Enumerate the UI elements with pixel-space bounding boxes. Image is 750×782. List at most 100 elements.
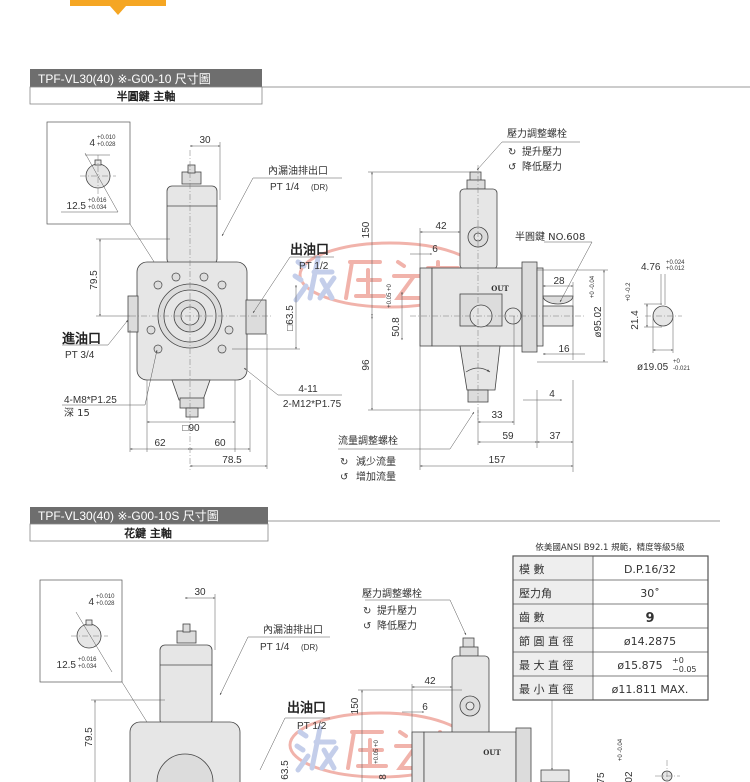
table-row: 節 圓 直 徑 ø14.2875 [519, 634, 676, 648]
tol: +0.010 [96, 594, 115, 600]
hole-thread: 2-M12*P1.75 [283, 399, 342, 410]
outlet-port-label: 出油口 [287, 700, 326, 716]
dim-95-02: ø95.02 [593, 306, 604, 338]
dim-50-8: 50.8 [391, 317, 402, 337]
side-view-2: 壓力調整螺栓 ↻ 提升壓力 ↺ 降低壓力 OUT 150 42 6 8 +0.0… [350, 587, 680, 782]
drain-port-tag: (DR) [311, 183, 328, 192]
outlet-port-spec: PT 1/2 [297, 721, 327, 732]
table-row: 最 大 直 徑 ø15.875 +0 −0.05 [519, 656, 697, 674]
tol: +0.012 [666, 266, 685, 272]
tol: +0.028 [96, 601, 115, 607]
dim-62: 62 [154, 438, 166, 449]
dim-59: 59 [502, 431, 514, 442]
tol: +0.05 +0 [374, 739, 380, 763]
key-height: 21.4 [630, 310, 641, 330]
drain-port-tag: (DR) [301, 643, 318, 652]
row-label: 齒 數 [519, 611, 545, 624]
section1-title: TPF-VL30(40) ※-G00-10 尺寸圖 [38, 72, 211, 86]
increase-flow-label: 增加流量 [356, 470, 396, 483]
drain-port-label: 內漏油排出口 [268, 164, 328, 177]
row-label: 最 大 直 徑 [519, 658, 574, 672]
key-depth-dim: 12.5 [67, 201, 87, 212]
dim-79-5: 79.5 [89, 270, 100, 290]
outlet-port-spec: PT 1/2 [299, 261, 329, 272]
dim-95-02: 02 [624, 771, 635, 782]
dim-90: □90 [182, 423, 200, 434]
row-value: ø11.811 MAX. [612, 683, 689, 696]
pressure-bolt-label: 壓力調整螺栓 [507, 127, 567, 140]
tol: +0.034 [78, 664, 97, 670]
tol: +0 -0.04 [590, 275, 596, 298]
row-label: 模 數 [519, 563, 545, 576]
rotate-ccw-icon: ↺ [508, 162, 516, 173]
dim-50-8: 8 [378, 774, 389, 780]
section1-header: TPF-VL30(40) ※-G00-10 尺寸圖 半圓鍵 主軸 [29, 69, 750, 105]
inlet-port-spec: PT 3/4 [65, 350, 95, 361]
spline-spec-table: 依美國ANSI B92.1 規範，精度等級5級 模 數 D.P.16/32 壓力… [512, 542, 709, 771]
flow-bolt-label: 流量調整螺栓 [338, 434, 398, 447]
raise-pressure-label: 提升壓力 [522, 145, 562, 158]
dim-150: 150 [350, 697, 361, 714]
tol: +0 [673, 359, 681, 365]
section2-header: TPF-VL30(40) ※-G00-10S 尺寸圖 花鍵 主軸 [29, 507, 720, 542]
tol: −0.05 [672, 665, 697, 674]
tol: +0.010 [97, 135, 116, 141]
dim-150: 150 [361, 221, 372, 238]
tol: +0.034 [88, 205, 107, 211]
lower-pressure-label: 降低壓力 [377, 619, 417, 632]
side-view-1: OUT 150 96 42 6 50.8 +0.05 +0 半圓鍵 NO.608… [338, 127, 608, 483]
section1-subtitle: 半圓鍵 主軸 [117, 89, 176, 103]
top-accent-tab [70, 0, 166, 15]
outlet-port-label: 出油口 [290, 242, 329, 258]
dim-37: 37 [549, 431, 561, 442]
dim-96: 96 [361, 359, 372, 371]
out-mark: OUT [491, 284, 509, 293]
key-width: 4.76 [641, 262, 661, 273]
dim-4: 4 [549, 389, 555, 400]
table-row: 最 小 直 徑 ø11.811 MAX. [519, 682, 688, 696]
dim-16: 16 [558, 344, 570, 355]
tol: +0 -0.2 [626, 282, 632, 302]
dim-33: 33 [491, 410, 503, 421]
row-value: ø14.2875 [624, 635, 676, 648]
key-width-dim: 4 [89, 138, 95, 149]
rotate-cw-icon: ↻ [363, 606, 371, 617]
front-view-2: 4 +0.010 +0.028 12.5 +0.016 +0.034 30 79… [39, 579, 330, 782]
rotate-ccw-icon: ↺ [340, 472, 348, 483]
dim-79-5: 79.5 [84, 727, 95, 747]
inlet-port-label: 進油口 [62, 331, 101, 347]
row-value: 30˚ [640, 587, 660, 600]
row-label: 最 小 直 徑 [519, 682, 574, 696]
tol: +0.028 [97, 142, 116, 148]
bolt-spec: 4-M8*P1.25 [64, 395, 117, 406]
rotate-ccw-icon: ↺ [363, 621, 371, 632]
row-value: D.P.16/32 [624, 563, 676, 576]
table-row: 壓力角 30˚ [519, 587, 660, 600]
dim-30: 30 [199, 135, 211, 146]
decrease-flow-label: 減少流量 [356, 455, 396, 468]
rotate-cw-icon: ↻ [508, 147, 516, 158]
dim-42: 42 [424, 676, 436, 687]
tol: +0.016 [88, 198, 107, 204]
lower-pressure-label: 降低壓力 [522, 160, 562, 173]
rotate-cw-icon: ↻ [340, 457, 348, 468]
row-value: ø15.875 [617, 659, 662, 672]
bolt-depth: 深 15 [64, 407, 90, 419]
row-label: 節 圓 直 徑 [519, 634, 574, 648]
out-mark: OUT [483, 748, 501, 757]
hole-spec: 4-11 [298, 384, 318, 395]
table-note: 依美國ANSI B92.1 規範，精度等級5級 [535, 542, 685, 553]
drain-port-spec: PT 1/4 [260, 642, 290, 653]
dim-63-5: □63.5 [285, 305, 296, 331]
shaft-diameter: ø19.05 [637, 362, 669, 373]
key-label: 半圓鍵 NO.608 [515, 230, 585, 243]
key-depth-dim: 12.5 [57, 660, 77, 671]
key-detail-1: 4.76 +0.024 +0.012 21.4 +0 -0.2 ø19.05 +… [626, 260, 691, 373]
drain-port-label: 內漏油排出口 [263, 623, 323, 636]
front-view-1: 4 +0.010 +0.028 12.5 +0.016 +0.034 30 [46, 121, 342, 470]
tol: +0 -0.04 [618, 738, 624, 761]
dim-30: 30 [194, 587, 206, 598]
dim-78-5: 78.5 [222, 455, 242, 466]
tol: +0.024 [666, 260, 685, 266]
